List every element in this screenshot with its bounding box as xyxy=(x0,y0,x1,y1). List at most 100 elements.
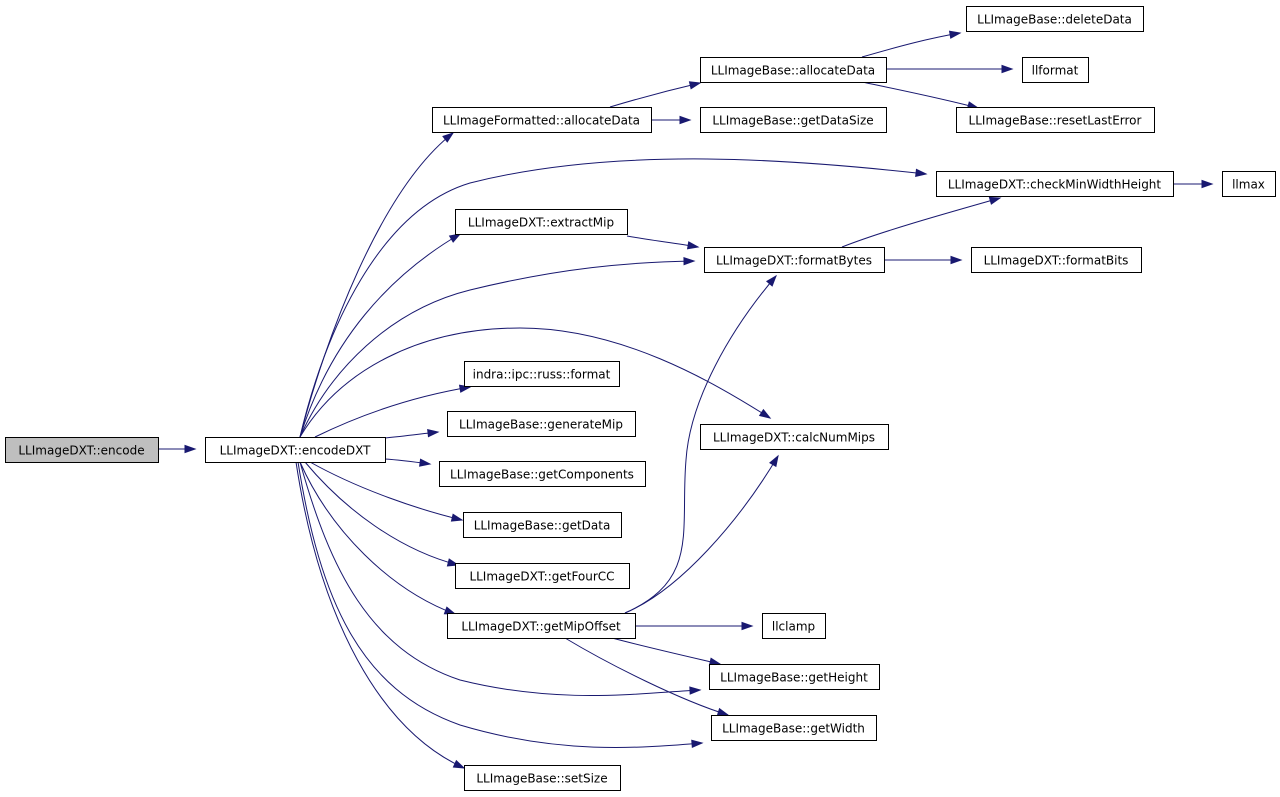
edge-mipOffset-to-calcMips xyxy=(624,454,779,614)
node-label: LLImageFormatted::allocateData xyxy=(443,114,640,128)
edge-encodeDXT-to-getHeight xyxy=(299,461,702,696)
node-formatBits[interactable]: LLImageDXT::formatBits xyxy=(971,247,1142,273)
node-label: LLImageBase::deleteData xyxy=(977,13,1132,27)
edge-encodeDXT-to-mipOffset xyxy=(299,461,457,615)
node-getData[interactable]: LLImageBase::getData xyxy=(463,512,622,538)
edge-line xyxy=(299,260,695,438)
node-box xyxy=(936,171,1174,197)
node-box xyxy=(700,107,887,133)
node-formatBytes[interactable]: LLImageDXT::formatBytes xyxy=(704,247,885,273)
node-genMip[interactable]: LLImageBase::generateMip xyxy=(447,411,636,437)
node-box xyxy=(5,437,159,463)
edge-baseAlloc-to-resetErr xyxy=(861,81,980,110)
node-box xyxy=(447,613,636,639)
arrowhead-icon xyxy=(689,686,702,695)
arrowhead-icon xyxy=(679,115,692,125)
edge-baseAlloc-to-deleteData xyxy=(861,30,962,58)
node-deleteData[interactable]: LLImageBase::deleteData xyxy=(966,6,1144,32)
edge-encodeDXT-to-fourCC xyxy=(304,461,460,567)
edge-line xyxy=(314,386,471,438)
edge-line xyxy=(297,461,703,748)
edge-encodeDXT-to-genMip xyxy=(384,428,440,439)
arrowhead-icon xyxy=(948,30,962,39)
node-setSize[interactable]: LLImageBase::setSize xyxy=(464,765,621,791)
arrowhead-icon xyxy=(683,256,696,266)
node-llmax[interactable]: llmax xyxy=(1222,171,1276,197)
node-box xyxy=(455,563,630,589)
edge-line xyxy=(299,233,461,438)
node-calcMips[interactable]: LLImageDXT::calcNumMips xyxy=(700,424,889,450)
node-label: llmax xyxy=(1232,178,1265,192)
arrowhead-icon xyxy=(1201,179,1214,189)
node-checkMin[interactable]: LLImageDXT::checkMinWidthHeight xyxy=(936,171,1174,197)
node-llclamp[interactable]: llclamp xyxy=(762,613,826,639)
node-label: LLImageBase::getDataSize xyxy=(712,114,873,128)
edge-baseAlloc-to-llformat xyxy=(886,64,1014,74)
node-box xyxy=(432,107,652,133)
edge-mipOffset-to-formatBytes xyxy=(624,274,777,614)
arrowhead-icon xyxy=(443,606,457,615)
edge-line xyxy=(299,132,454,438)
arrowhead-icon xyxy=(765,274,777,287)
node-dataSize[interactable]: LLImageBase::getDataSize xyxy=(700,107,887,133)
arrowhead-icon xyxy=(448,233,462,243)
edge-encodeDXT-to-formatBytes xyxy=(299,256,696,438)
node-baseAlloc[interactable]: LLImageBase::allocateData xyxy=(700,57,887,83)
node-box xyxy=(439,461,646,487)
arrowhead-icon xyxy=(950,255,963,265)
edge-mipOffset-to-llclamp xyxy=(635,621,754,631)
node-label: LLImageDXT::calcNumMips xyxy=(713,431,875,445)
node-extractMip[interactable]: LLImageDXT::extractMip xyxy=(455,209,628,235)
edge-line xyxy=(611,637,721,665)
edge-line xyxy=(299,461,456,615)
node-fmtAlloc[interactable]: LLImageFormatted::allocateData xyxy=(432,107,652,133)
edge-line xyxy=(299,461,701,696)
node-label: LLImageBase::getHeight xyxy=(720,671,868,685)
node-getWidth[interactable]: LLImageBase::getWidth xyxy=(711,715,877,741)
node-box xyxy=(704,247,885,273)
node-box xyxy=(709,664,880,690)
node-box xyxy=(205,437,386,463)
node-box xyxy=(971,247,1142,273)
node-fourCC[interactable]: LLImageDXT::getFourCC xyxy=(455,563,630,589)
arrowhead-icon xyxy=(769,454,779,468)
call-edges xyxy=(158,30,1214,769)
node-box xyxy=(463,512,622,538)
edge-mipOffset-to-getWidth xyxy=(564,637,730,716)
edge-line xyxy=(626,235,699,248)
edge-encodeDXT-to-getData xyxy=(309,461,464,522)
edge-line xyxy=(299,158,927,438)
node-llformat[interactable]: llformat xyxy=(1022,57,1089,83)
node-mipOffset[interactable]: LLImageDXT::getMipOffset xyxy=(447,613,636,639)
arrowhead-icon xyxy=(419,458,432,467)
arrowhead-icon xyxy=(716,707,730,716)
node-getComp[interactable]: LLImageBase::getComponents xyxy=(439,461,646,487)
node-encodeDXT[interactable]: LLImageDXT::encodeDXT xyxy=(205,437,386,463)
edge-fmtAlloc-to-dataSize xyxy=(651,115,692,125)
node-box xyxy=(464,361,620,387)
arrowhead-icon xyxy=(686,241,700,250)
arrowhead-icon xyxy=(442,132,455,143)
node-getHeight[interactable]: LLImageBase::getHeight xyxy=(709,664,880,690)
arrowhead-icon xyxy=(691,739,704,749)
arrowhead-icon xyxy=(688,81,702,90)
edge-line xyxy=(861,32,961,58)
node-russFormat[interactable]: indra::ipc::russ::format xyxy=(464,361,620,387)
node-label: LLImageDXT::encodeDXT xyxy=(220,444,371,458)
edge-encodeDXT-to-calcMips xyxy=(299,327,772,438)
edge-line xyxy=(861,81,979,109)
node-label: indra::ipc::russ::format xyxy=(473,368,611,382)
node-label: LLImageDXT::formatBytes xyxy=(716,254,872,268)
edge-mipOffset-to-getHeight xyxy=(611,637,722,666)
node-label: LLImageDXT::formatBits xyxy=(984,254,1129,268)
arrowhead-icon xyxy=(1001,64,1014,74)
node-box xyxy=(700,424,889,450)
node-label: LLImageDXT::extractMip xyxy=(468,216,614,230)
edge-encodeDXT-to-extractMip xyxy=(299,233,462,438)
edge-encodeDXT-to-checkMin xyxy=(299,158,928,438)
edge-line xyxy=(609,82,701,108)
node-resetErr[interactable]: LLImageBase::resetLastError xyxy=(956,107,1155,133)
arrowhead-icon xyxy=(915,168,928,178)
